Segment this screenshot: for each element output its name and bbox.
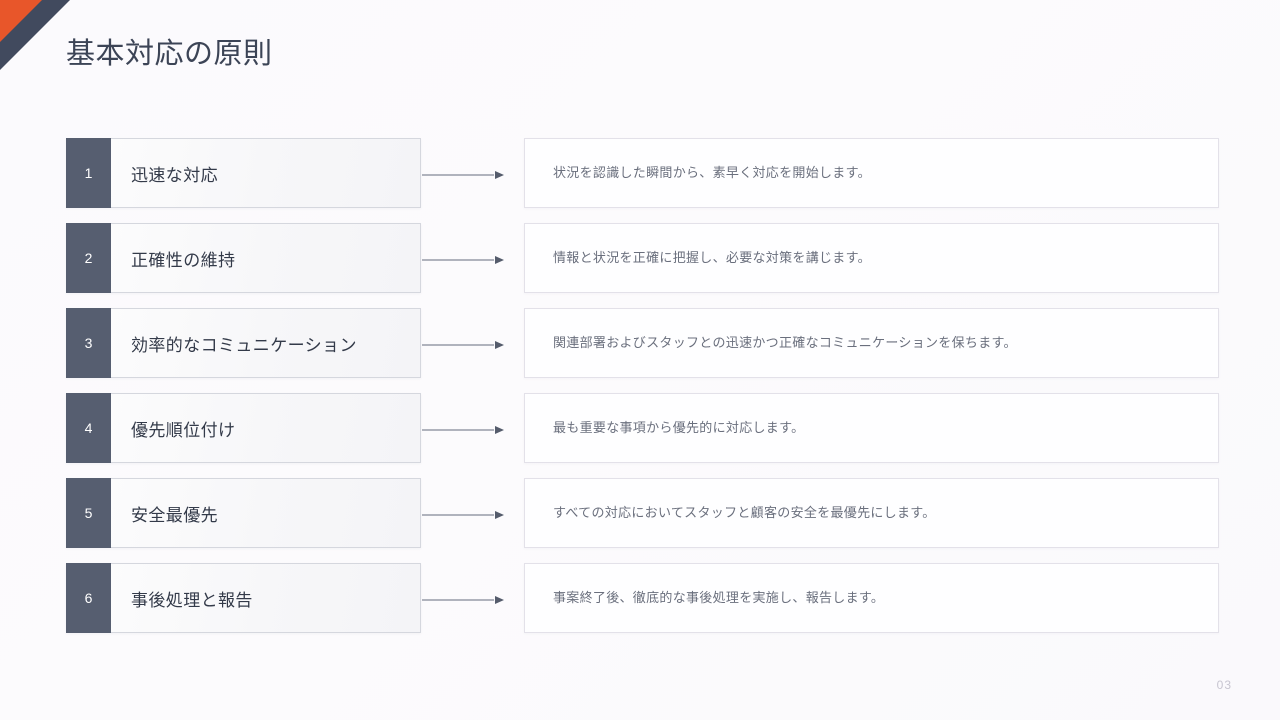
principle-row: 4 優先順位付け 最も重要な事項から優先的に対応します。: [0, 393, 1280, 463]
description-card-6[interactable]: 事案終了後、徹底的な事後処理を実施し、報告します。: [524, 563, 1219, 633]
step-card-5[interactable]: 5 安全最優先: [66, 478, 421, 548]
step-number-badge-4: 4: [66, 393, 111, 463]
arrow-shaft-icon: [422, 514, 494, 516]
principle-row: 3 効率的なコミュニケーション 関連部署およびスタッフとの迅速かつ正確なコミュニ…: [0, 308, 1280, 378]
step-card-1[interactable]: 1 迅速な対応: [66, 138, 421, 208]
step-title-6: 事後処理と報告: [131, 590, 253, 610]
description-text-5: すべての対応においてスタッフと顧客の安全を最優先にします。: [553, 505, 936, 521]
arrow-shaft-icon: [422, 429, 494, 431]
arrow-shaft-icon: [422, 599, 494, 601]
arrow-connector-6: [422, 596, 504, 604]
arrow-connector-5: [422, 511, 504, 519]
description-text-1: 状況を認識した瞬間から、素早く対応を開始します。: [553, 165, 871, 181]
step-number-badge-3: 3: [66, 308, 111, 378]
corner-navy-triangle: [0, 0, 70, 70]
description-text-2: 情報と状況を正確に把握し、必要な対策を講じます。: [553, 250, 871, 266]
arrow-connector-1: [422, 171, 504, 179]
step-number-badge-1: 1: [66, 138, 111, 208]
arrow-connector-4: [422, 426, 504, 434]
arrow-head-icon: [495, 426, 504, 434]
step-title-1: 迅速な対応: [131, 165, 218, 185]
description-text-3: 関連部署およびスタッフとの迅速かつ正確なコミュニケーションを保ちます。: [553, 335, 1017, 351]
description-card-3[interactable]: 関連部署およびスタッフとの迅速かつ正確なコミュニケーションを保ちます。: [524, 308, 1219, 378]
arrow-head-icon: [495, 171, 504, 179]
step-title-5: 安全最優先: [131, 505, 218, 525]
page-number: 03: [1216, 678, 1232, 692]
description-card-1[interactable]: 状況を認識した瞬間から、素早く対応を開始します。: [524, 138, 1219, 208]
page-title: 基本対応の原則: [66, 38, 273, 70]
corner-orange-triangle: [0, 0, 48, 52]
principle-row: 6 事後処理と報告 事案終了後、徹底的な事後処理を実施し、報告します。: [0, 563, 1280, 633]
arrow-shaft-icon: [422, 259, 494, 261]
arrow-connector-3: [422, 341, 504, 349]
description-card-2[interactable]: 情報と状況を正確に把握し、必要な対策を講じます。: [524, 223, 1219, 293]
arrow-head-icon: [495, 341, 504, 349]
step-number-badge-2: 2: [66, 223, 111, 293]
principles-diagram: 1 迅速な対応 状況を認識した瞬間から、素早く対応を開始します。 2 正確性の維…: [0, 138, 1280, 648]
principle-row: 2 正確性の維持 情報と状況を正確に把握し、必要な対策を講じます。: [0, 223, 1280, 293]
arrow-head-icon: [495, 596, 504, 604]
arrow-shaft-icon: [422, 344, 494, 346]
description-text-6: 事案終了後、徹底的な事後処理を実施し、報告します。: [553, 590, 885, 606]
description-text-4: 最も重要な事項から優先的に対応します。: [553, 420, 805, 436]
step-card-2[interactable]: 2 正確性の維持: [66, 223, 421, 293]
description-card-5[interactable]: すべての対応においてスタッフと顧客の安全を最優先にします。: [524, 478, 1219, 548]
principle-row: 1 迅速な対応 状況を認識した瞬間から、素早く対応を開始します。: [0, 138, 1280, 208]
step-title-4: 優先順位付け: [131, 420, 236, 440]
step-title-3: 効率的なコミュニケーション: [131, 335, 357, 355]
description-card-4[interactable]: 最も重要な事項から優先的に対応します。: [524, 393, 1219, 463]
step-card-6[interactable]: 6 事後処理と報告: [66, 563, 421, 633]
arrow-head-icon: [495, 511, 504, 519]
step-number-badge-6: 6: [66, 563, 111, 633]
arrow-head-icon: [495, 256, 504, 264]
arrow-connector-2: [422, 256, 504, 264]
step-card-4[interactable]: 4 優先順位付け: [66, 393, 421, 463]
step-number-badge-5: 5: [66, 478, 111, 548]
principle-row: 5 安全最優先 すべての対応においてスタッフと顧客の安全を最優先にします。: [0, 478, 1280, 548]
arrow-shaft-icon: [422, 174, 494, 176]
step-title-2: 正確性の維持: [131, 250, 236, 270]
step-card-3[interactable]: 3 効率的なコミュニケーション: [66, 308, 421, 378]
